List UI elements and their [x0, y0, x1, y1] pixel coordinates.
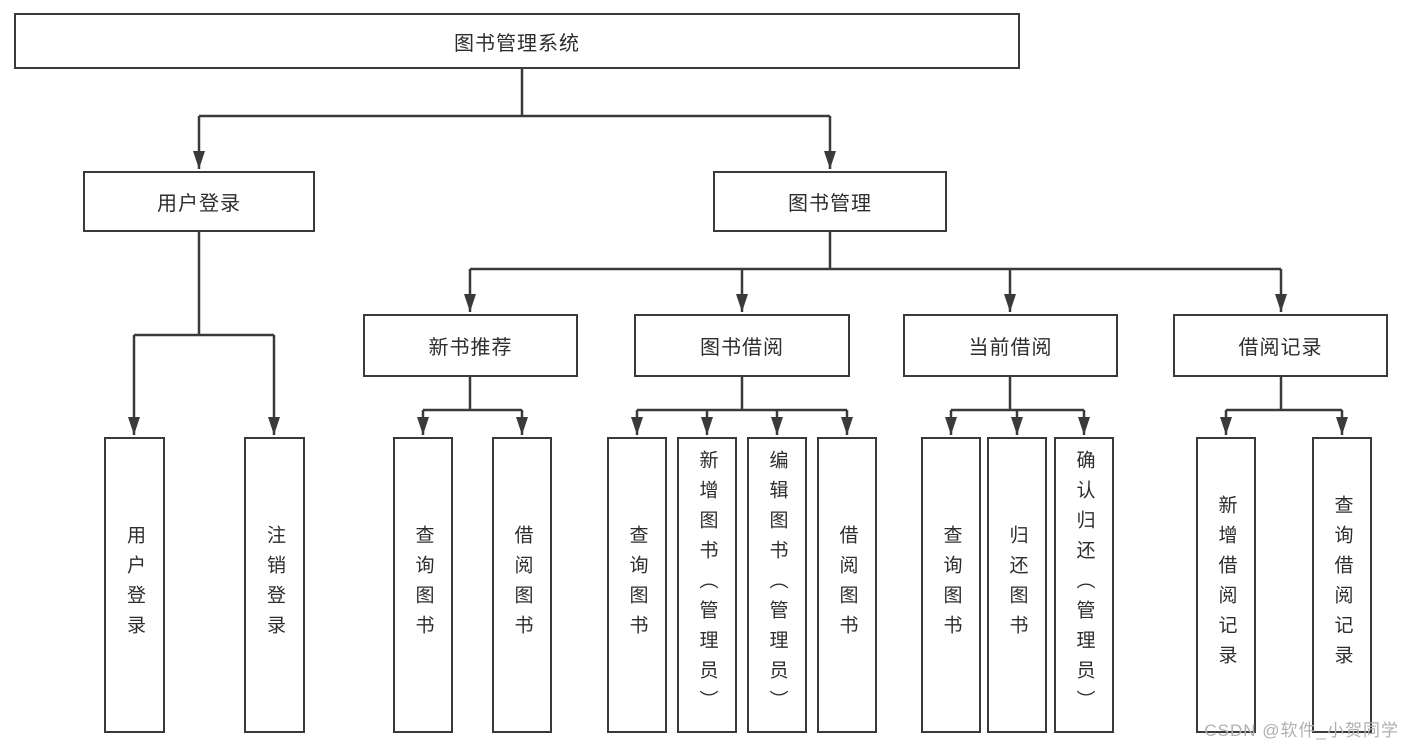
node-add-borrow-record: 新增借阅记录 [1196, 437, 1256, 733]
node-user-login-leaf: 用户登录 [104, 437, 165, 733]
node-system-root: 图书管理系统 [14, 13, 1020, 69]
node-user-login: 用户登录 [83, 171, 315, 232]
node-current-borrow: 当前借阅 [903, 314, 1118, 377]
node-new-book-recommend: 新书推荐 [363, 314, 578, 377]
node-return-book: 归还图书 [987, 437, 1047, 733]
node-borrow-books-recommend: 借阅图书 [492, 437, 552, 733]
node-borrow-records: 借阅记录 [1173, 314, 1388, 377]
node-confirm-return-admin: 确认归还（管理员） [1054, 437, 1114, 733]
node-query-books-recommend: 查询图书 [393, 437, 453, 733]
node-logout-leaf: 注销登录 [244, 437, 305, 733]
node-book-borrow: 图书借阅 [634, 314, 850, 377]
node-query-books-borrow: 查询图书 [607, 437, 667, 733]
node-borrow-books-leaf: 借阅图书 [817, 437, 877, 733]
watermark: CSDN @软件_小贺同学 [1204, 721, 1399, 740]
node-query-books-current: 查询图书 [921, 437, 981, 733]
node-add-book-admin: 新增图书（管理员） [677, 437, 737, 733]
node-edit-book-admin: 编辑图书（管理员） [747, 437, 807, 733]
node-query-borrow-record: 查询借阅记录 [1312, 437, 1372, 733]
node-book-management: 图书管理 [713, 171, 947, 232]
